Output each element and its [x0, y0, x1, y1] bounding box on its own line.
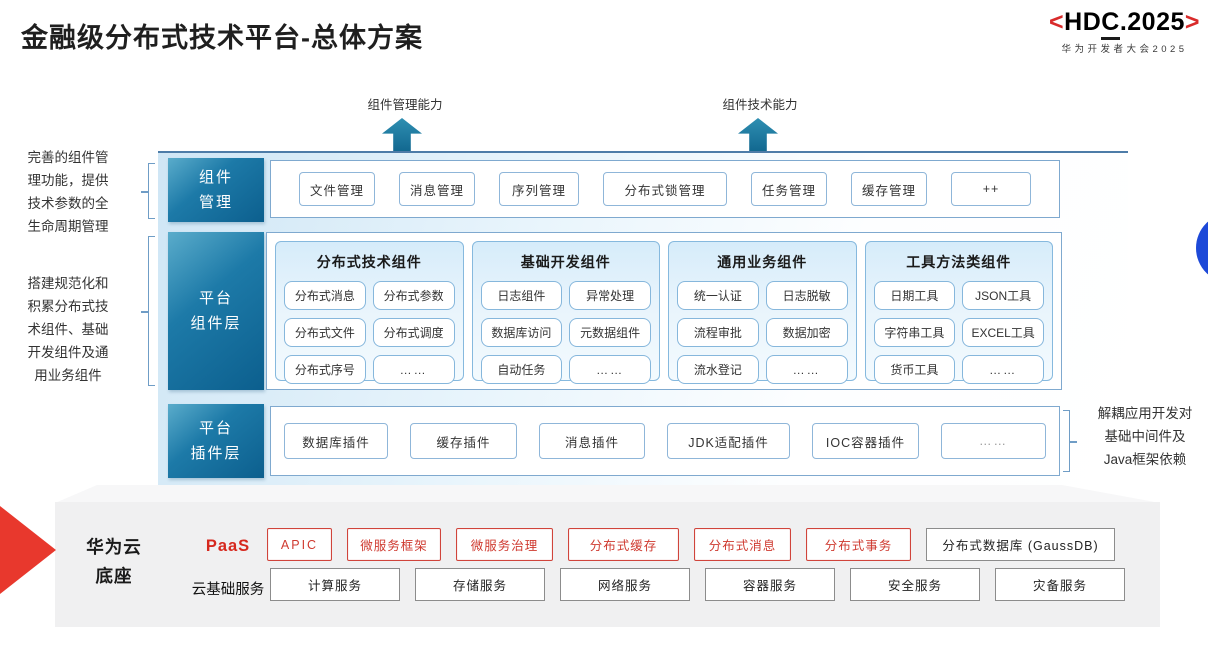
management-capability-label: 组件管理能力: [367, 98, 443, 112]
component-box: IOC容器插件: [812, 423, 919, 459]
component-box: JDK适配插件: [667, 423, 790, 459]
layer-label-platform-plugins: 平台 插件层: [168, 404, 264, 478]
component-box: ++: [951, 172, 1031, 206]
layer-row-platform-plugins: 数据库插件 缓存插件 消息插件 JDK适配插件 IOC容器插件 ……: [270, 406, 1060, 476]
paas-label: PaaS: [205, 537, 251, 555]
huawei-cloud-base: [55, 502, 1160, 627]
paas-box: 微服务治理: [456, 528, 553, 561]
component-box: ……: [941, 423, 1046, 459]
component-box: 分布式序号: [284, 355, 366, 384]
component-box: 日志脱敏: [765, 281, 848, 310]
layer-label-platform-components: 平台 组件层: [168, 232, 264, 390]
component-box: 消息插件: [539, 423, 645, 459]
hdc-wordmark-pre: HD: [1064, 8, 1102, 36]
red-arrow-icon: [0, 506, 56, 594]
hdc-wordmark-c: C: [1101, 8, 1120, 40]
component-group-common-business: 通用业务组件 统一认证 日志脱敏 流程审批 数据加密 流水登记 ……: [668, 241, 857, 384]
component-box: 分布式调度: [372, 318, 455, 347]
left-note-platform-components: 搭建规范化和 积累分布式技 术组件、基础 开发组件及通 用业务组件: [27, 276, 109, 383]
component-box: 序列管理: [499, 172, 579, 206]
component-box: 缓存插件: [410, 423, 517, 459]
component-box: 分布式参数: [372, 281, 455, 310]
arrow-up-icon: [738, 118, 778, 152]
right-angle-icon: >: [1184, 8, 1200, 36]
right-note-decoupling: 解耦应用开发对 基础中间件及 Java框架依赖: [1097, 406, 1193, 467]
paas-box: 分布式缓存: [568, 528, 679, 561]
component-box: 统一认证: [677, 281, 759, 310]
technical-capability-label: 组件技术能力: [722, 98, 798, 112]
iaas-box: 灾备服务: [995, 568, 1125, 601]
hdc-wordmark-post: .2025: [1119, 8, 1185, 36]
component-group-tools: 工具方法类组件 日期工具 JSON工具 字符串工具 EXCEL工具 货币工具 ……: [864, 241, 1053, 384]
group-title: 通用业务组件: [717, 254, 808, 270]
iaas-box: 计算服务: [270, 568, 400, 601]
component-box: 流程审批: [677, 318, 759, 347]
hdc-subtitle: 华为开发者大会2025: [1061, 44, 1188, 55]
paas-box: 分布式事务: [806, 528, 911, 561]
group-title: 基础开发组件: [520, 254, 611, 270]
left-angle-icon: <: [1049, 8, 1065, 36]
component-box: 字符串工具: [873, 318, 956, 347]
component-box: ……: [962, 355, 1044, 384]
iaas-label: 云基础服务: [191, 582, 265, 598]
left-note-component-management: 完善的组件管 理功能，提供 技术参数的全 生命周期管理: [27, 150, 109, 234]
component-box: 异常处理: [569, 281, 651, 310]
component-box: 文件管理: [299, 172, 375, 206]
paas-box: 微服务框架: [347, 528, 441, 561]
platform-top-face: [55, 485, 1160, 503]
component-box: 分布式锁管理: [603, 172, 727, 206]
component-box: JSON工具: [962, 281, 1044, 310]
component-box: 日期工具: [873, 281, 956, 310]
component-box: 自动任务: [480, 355, 563, 384]
component-box: 货币工具: [873, 355, 956, 384]
group-title: 工具方法类组件: [906, 254, 1012, 270]
iaas-row: 计算服务 存储服务 网络服务 容器服务 安全服务 灾备服务: [270, 568, 1125, 601]
paas-db-box: 分布式数据库 (GaussDB): [926, 528, 1115, 561]
iaas-box: 存储服务: [415, 568, 545, 601]
bracket-icon: [141, 163, 155, 219]
component-box: ……: [372, 355, 455, 384]
component-box: 分布式文件: [284, 318, 366, 347]
hdc-wordmark: <HDC.2025>: [1049, 8, 1200, 40]
bracket-icon: [141, 236, 155, 386]
iaas-box: 网络服务: [560, 568, 690, 601]
iaas-box: 安全服务: [850, 568, 980, 601]
component-group-basic-dev: 基础开发组件 日志组件 异常处理 数据库访问 元数据组件 自动任务 ……: [471, 241, 660, 384]
component-box: EXCEL工具: [962, 318, 1044, 347]
bracket-icon: [1063, 410, 1077, 472]
component-box: 数据加密: [765, 318, 848, 347]
page-title: 金融级分布式技术平台-总体方案: [21, 23, 423, 53]
component-box: 缓存管理: [851, 172, 927, 206]
blue-circle-decoration: [1196, 213, 1208, 283]
component-box: 数据库访问: [480, 318, 563, 347]
component-box: 分布式消息: [284, 281, 366, 310]
component-box: 数据库插件: [284, 423, 388, 459]
paas-box: APIC: [267, 528, 332, 561]
component-box: 流水登记: [677, 355, 759, 384]
iaas-box: 容器服务: [705, 568, 835, 601]
paas-row: APIC 微服务框架 微服务治理 分布式缓存 分布式消息 分布式事务 分布式数据…: [267, 528, 1115, 561]
component-box: 日志组件: [480, 281, 563, 310]
component-box: ……: [765, 355, 848, 384]
component-box: ……: [569, 355, 651, 384]
platform-title: 华为云 底座: [86, 537, 142, 586]
component-box: 元数据组件: [569, 318, 651, 347]
paas-box: 分布式消息: [694, 528, 791, 561]
layer-row-component-management: 文件管理 消息管理 序列管理 分布式锁管理 任务管理 缓存管理 ++: [270, 160, 1060, 218]
component-box: 消息管理: [399, 172, 475, 206]
hdc-logo: <HDC.2025> 华为开发者大会2025: [1049, 8, 1200, 55]
group-title: 分布式技术组件: [316, 254, 422, 270]
component-group-distributed: 分布式技术组件 分布式消息 分布式参数 分布式文件 分布式调度 分布式序号 ……: [275, 241, 464, 384]
layer-label-component-management: 组件 管理: [168, 158, 264, 222]
layer-row-platform-components: 分布式技术组件 分布式消息 分布式参数 分布式文件 分布式调度 分布式序号 ………: [266, 232, 1062, 390]
component-box: 任务管理: [751, 172, 827, 206]
arrow-up-icon: [382, 118, 422, 152]
